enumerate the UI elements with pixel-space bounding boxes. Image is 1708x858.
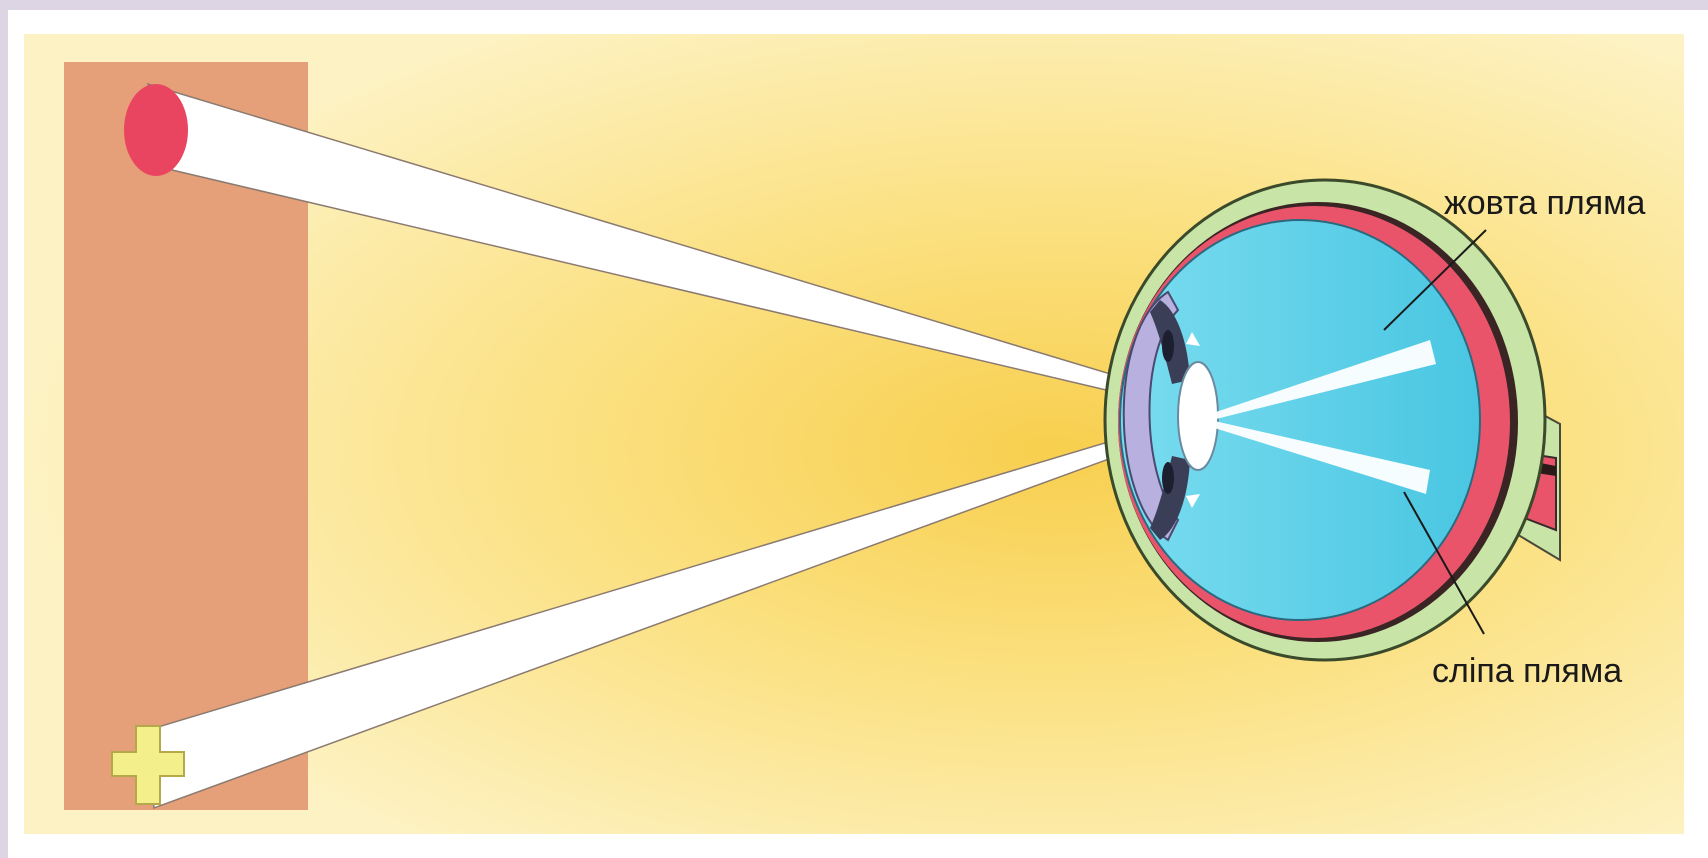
iris-highlight-upper [1162,330,1174,362]
macula-label: жовта пляма [1444,184,1646,222]
iris-highlight-lower [1162,462,1174,494]
blind-spot-label: сліпа пляма [1432,652,1622,690]
vitreous-body [1120,220,1480,620]
red-circle-object [124,84,188,176]
